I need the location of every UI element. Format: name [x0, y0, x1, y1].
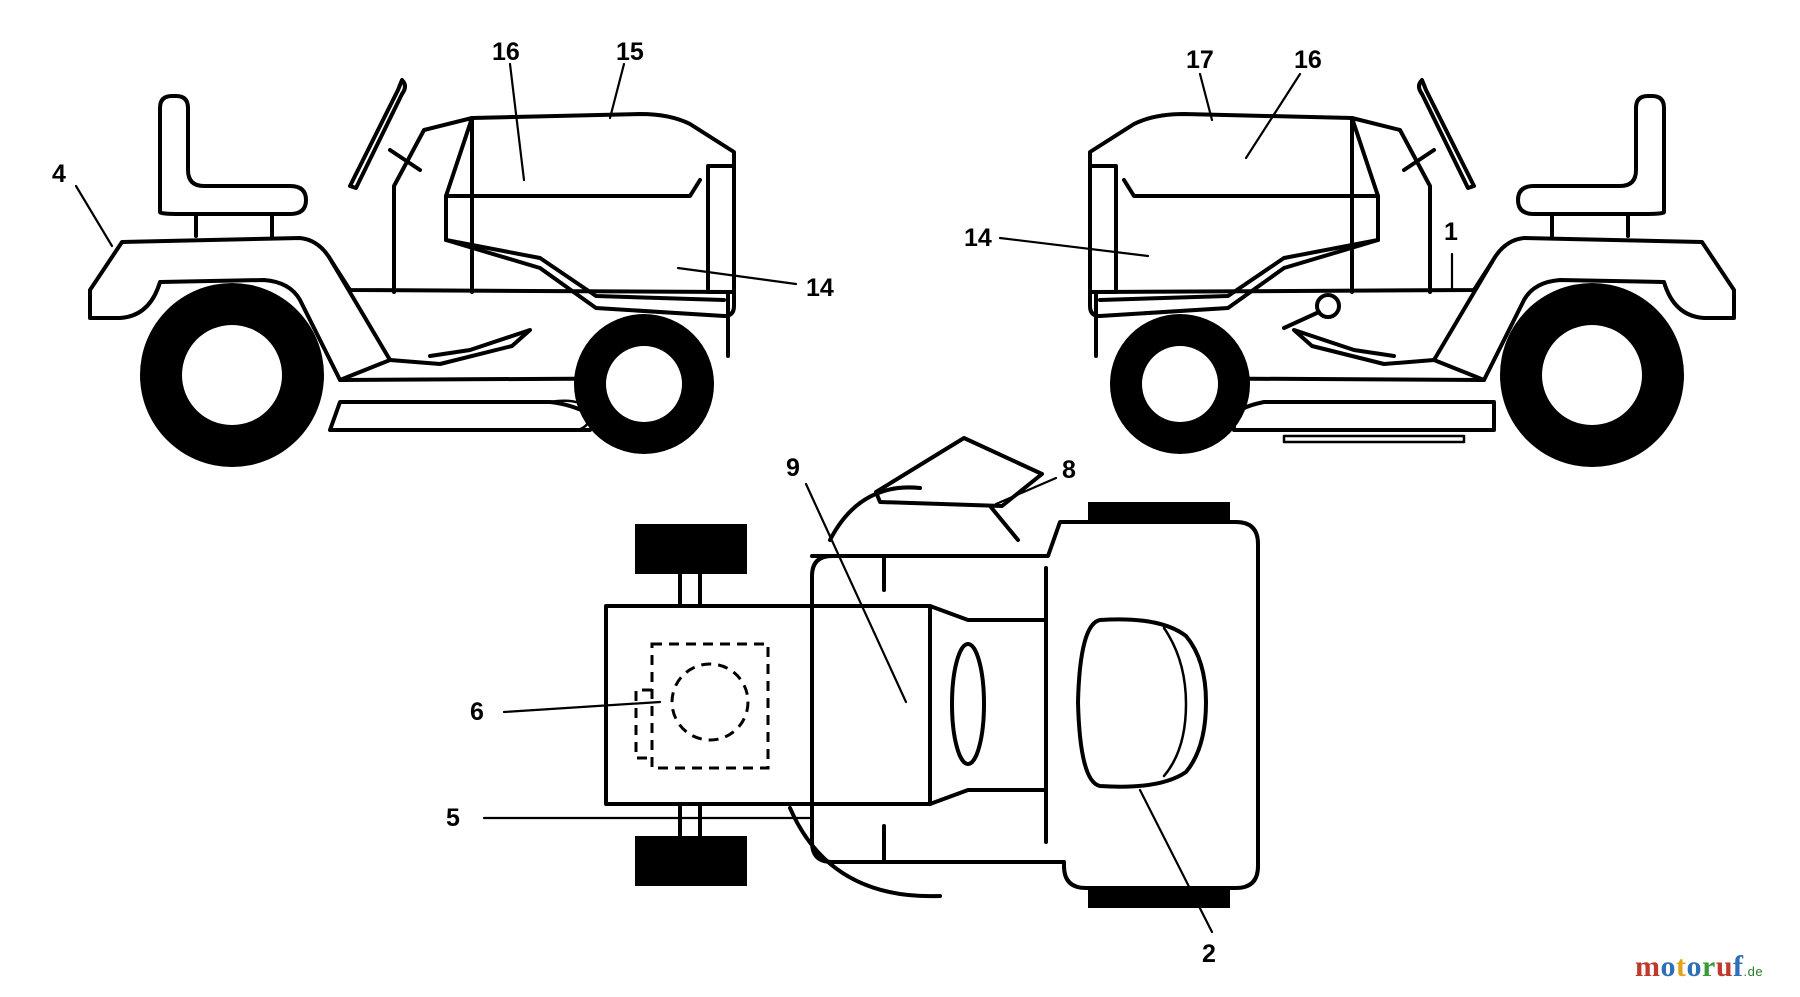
deck-top-view: [788, 485, 942, 899]
fuel-area-tab: [634, 688, 652, 760]
leader-17: [1198, 72, 1214, 122]
fuel-area-outline: [650, 642, 770, 770]
logo-suffix: .de: [1743, 964, 1764, 979]
callout-6: 6: [470, 698, 484, 726]
mower-deck-right: [1232, 400, 1496, 432]
grille: [706, 164, 736, 294]
callout-5: 5: [446, 804, 460, 832]
steering-wheel-r: [1402, 78, 1476, 190]
steering-wheel: [348, 78, 422, 190]
callout-15: 15: [616, 38, 644, 66]
leader-15: [608, 62, 626, 120]
steering-column: [928, 604, 1048, 806]
callout-14-left: 14: [806, 274, 834, 302]
tractor-left-side-view: [88, 78, 736, 467]
rear-tire-top: [635, 524, 747, 574]
logo-letter-t: t: [1676, 950, 1687, 983]
front-hub-right: [1142, 346, 1218, 422]
callout-1: 1: [1444, 218, 1458, 246]
deck-strip-right: [1282, 434, 1466, 444]
rear-axle-top: [678, 572, 702, 608]
rear-fender: [88, 236, 392, 382]
dash-tower-r: [1350, 116, 1432, 294]
hood-line: [444, 178, 726, 302]
callout-8: 8: [1062, 456, 1076, 484]
leader-lines: [74, 62, 1454, 934]
logo-letter-f: f: [1733, 950, 1744, 983]
hood-line-r: [1098, 178, 1380, 302]
seat-back: [158, 94, 308, 216]
dash-tower: [392, 116, 474, 294]
lever-knob: [1315, 293, 1341, 319]
fuel-cap-outline: [670, 662, 750, 742]
hood-oval: [1076, 617, 1208, 789]
hood-oval-inner: [1162, 626, 1188, 778]
steering-wheel-top: [950, 642, 986, 766]
watermark-logo: motoruf.de: [1635, 950, 1763, 984]
rear-fender-r: [1432, 236, 1736, 382]
rear-hub-left: [182, 325, 282, 425]
front-tire-top: [1088, 502, 1230, 524]
callout-2: 2: [1202, 940, 1216, 968]
rear-tire-bottom: [635, 836, 747, 886]
seat-post: [194, 212, 274, 238]
leader-2: [1138, 788, 1214, 934]
front-hub-left: [606, 346, 682, 422]
rear-hub-right: [1542, 325, 1642, 425]
logo-letter-o2: o: [1686, 950, 1702, 983]
leader-6: [502, 700, 662, 714]
tractor-right-side-view: [1088, 78, 1736, 467]
callout-4: 4: [52, 160, 66, 188]
lever-arm: [1282, 310, 1321, 330]
callout-9: 9: [786, 454, 800, 482]
hood-r: [1088, 112, 1380, 318]
seat-back-r: [1516, 94, 1666, 216]
rear-axle-bottom: [678, 802, 702, 838]
discharge-chute: [874, 436, 1044, 542]
callout-16-right: 16: [1294, 46, 1322, 74]
callout-14-right: 14: [964, 224, 992, 252]
leader-14-left: [676, 266, 798, 286]
tractor-top-view: [604, 436, 1260, 908]
leader-8: [994, 476, 1058, 506]
leader-9: [804, 482, 908, 704]
hood: [444, 112, 736, 318]
logo-letter-u: u: [1715, 950, 1734, 983]
logo-letter-o1: o: [1660, 950, 1676, 983]
callout-numbers: 4 16 15 14 17 16 14 1 9 8 6 5 2: [52, 38, 1458, 968]
deck-chute-left: [546, 399, 592, 432]
callout-17: 17: [1186, 46, 1214, 74]
grille-r: [1088, 164, 1118, 294]
seat-post-r: [1550, 212, 1630, 238]
logo-letter-m: m: [1635, 950, 1661, 983]
mower-deck-left: [328, 400, 595, 432]
callout-16-left: 16: [492, 38, 520, 66]
body-top: [810, 520, 1260, 890]
leader-16-right: [1244, 72, 1302, 160]
front-tire-bottom: [1088, 886, 1230, 908]
leader-14-right: [998, 236, 1150, 258]
logo-letter-r: r: [1702, 950, 1716, 983]
leader-4: [74, 184, 114, 248]
leader-16-left: [508, 62, 526, 182]
